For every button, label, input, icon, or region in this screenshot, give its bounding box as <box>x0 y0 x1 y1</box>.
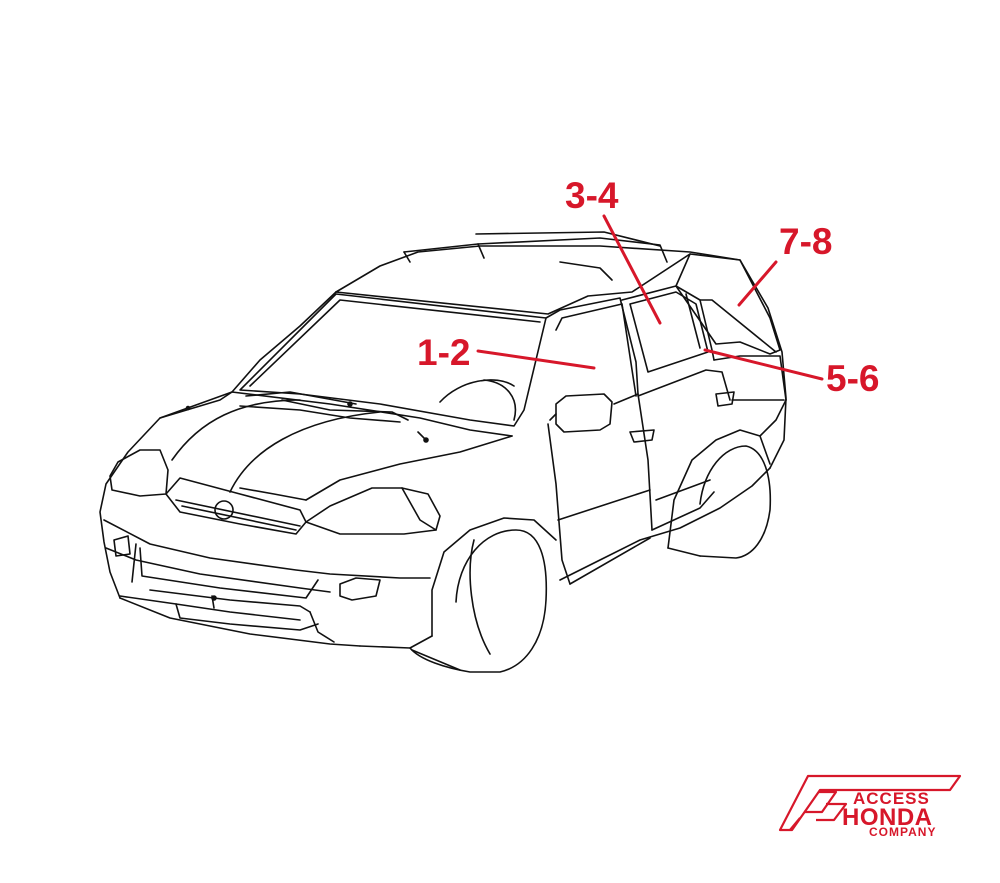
hood <box>159 391 513 501</box>
headlights <box>109 449 441 535</box>
grille <box>165 477 307 535</box>
front-bumper <box>103 519 431 643</box>
rear-quarter <box>675 253 787 401</box>
leader-line-5-6 <box>703 348 824 381</box>
leader-line-1-2 <box>476 349 596 370</box>
roof-rails <box>403 231 668 281</box>
side-mirror <box>549 393 613 433</box>
rear-wheel <box>667 399 787 559</box>
callout-leader-lines <box>476 214 824 381</box>
windshield <box>239 293 547 427</box>
leader-line-7-8 <box>737 260 778 307</box>
front-wheel <box>409 517 557 673</box>
callout-label-7-8: 7-8 <box>779 221 833 262</box>
logo-text-honda: HONDA <box>842 804 933 831</box>
hood-details <box>185 401 429 609</box>
logo-text-company: COMPANY <box>869 825 937 839</box>
callout-label-5-6: 5-6 <box>826 358 880 399</box>
front-door <box>545 297 655 585</box>
logo-text-access: ACCESS <box>853 789 930 808</box>
callout-label-1-2: 1-2 <box>417 332 471 373</box>
access-honda-logo-mark <box>778 774 962 832</box>
leader-line-3-4 <box>602 214 662 325</box>
callout-label-3-4: 3-4 <box>565 175 619 216</box>
